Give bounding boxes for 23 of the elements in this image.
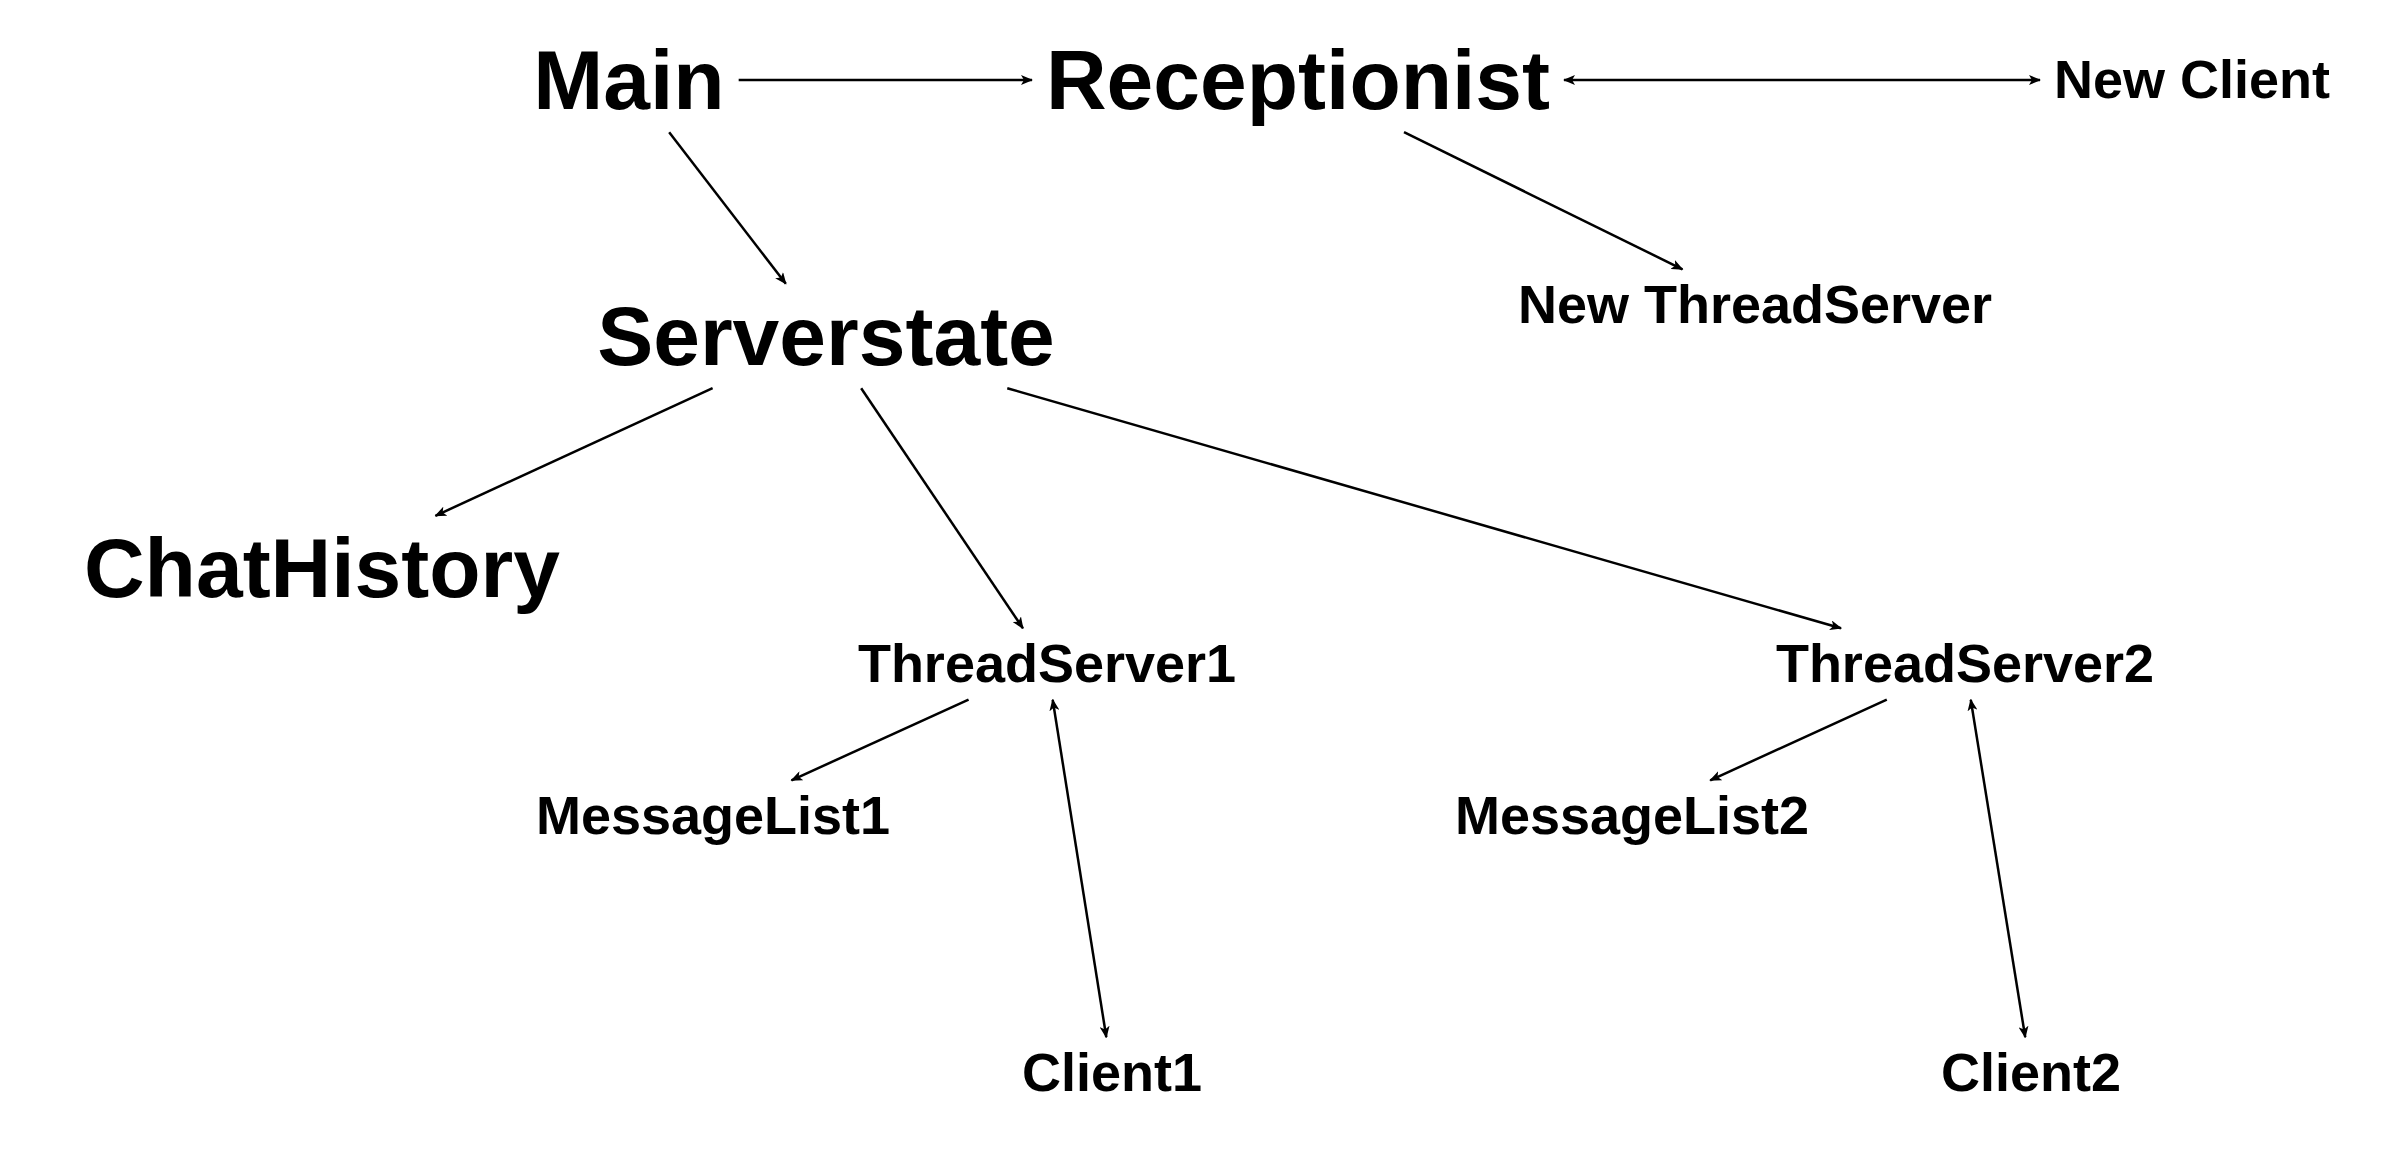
arrow (1967, 698, 2029, 1039)
node-label: MessageList2 (1440, 780, 1824, 852)
node-label: Client2 (1927, 1037, 2135, 1109)
node-label: Main (519, 27, 739, 133)
node-label: Serverstate (583, 283, 1069, 389)
node-label: New Client (2040, 44, 2344, 116)
node-label: ThreadServer2 (1761, 628, 2169, 700)
arrow (668, 131, 787, 285)
arrow (860, 387, 1024, 630)
arrow (1709, 698, 1888, 782)
node-label: MessageList1 (521, 780, 905, 852)
node-label: New ThreadServer (1503, 269, 2007, 341)
arrow (434, 387, 714, 517)
arrow (1403, 131, 1684, 271)
arrow (790, 698, 970, 782)
node-label: Receptionist (1031, 27, 1565, 133)
node-label: ChatHistory (69, 515, 575, 621)
arrow (738, 75, 1033, 85)
node-label: ThreadServer1 (843, 628, 1251, 700)
arrow (1006, 387, 1842, 631)
arrow (1563, 75, 2041, 85)
arrow (1049, 698, 1110, 1039)
node-label: Client1 (1008, 1037, 1216, 1109)
